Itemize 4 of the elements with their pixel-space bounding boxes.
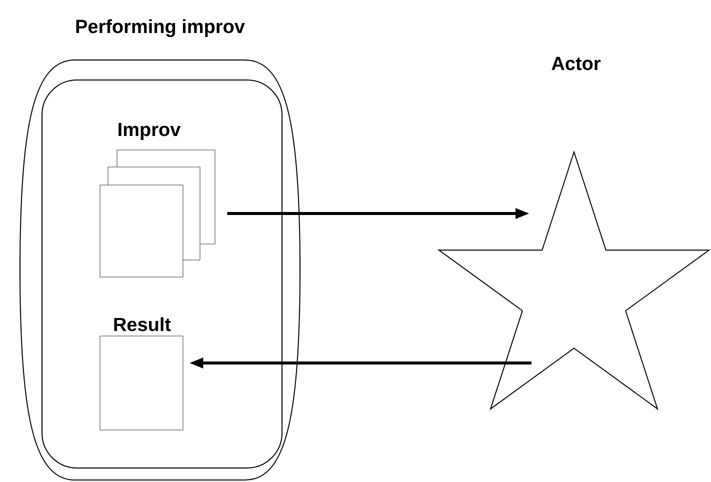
- heading: Performing improv: [76, 19, 245, 38]
- heading: Actor: [552, 56, 601, 70]
- heading: Result: [114, 317, 171, 332]
- heading: Improv: [118, 122, 181, 140]
